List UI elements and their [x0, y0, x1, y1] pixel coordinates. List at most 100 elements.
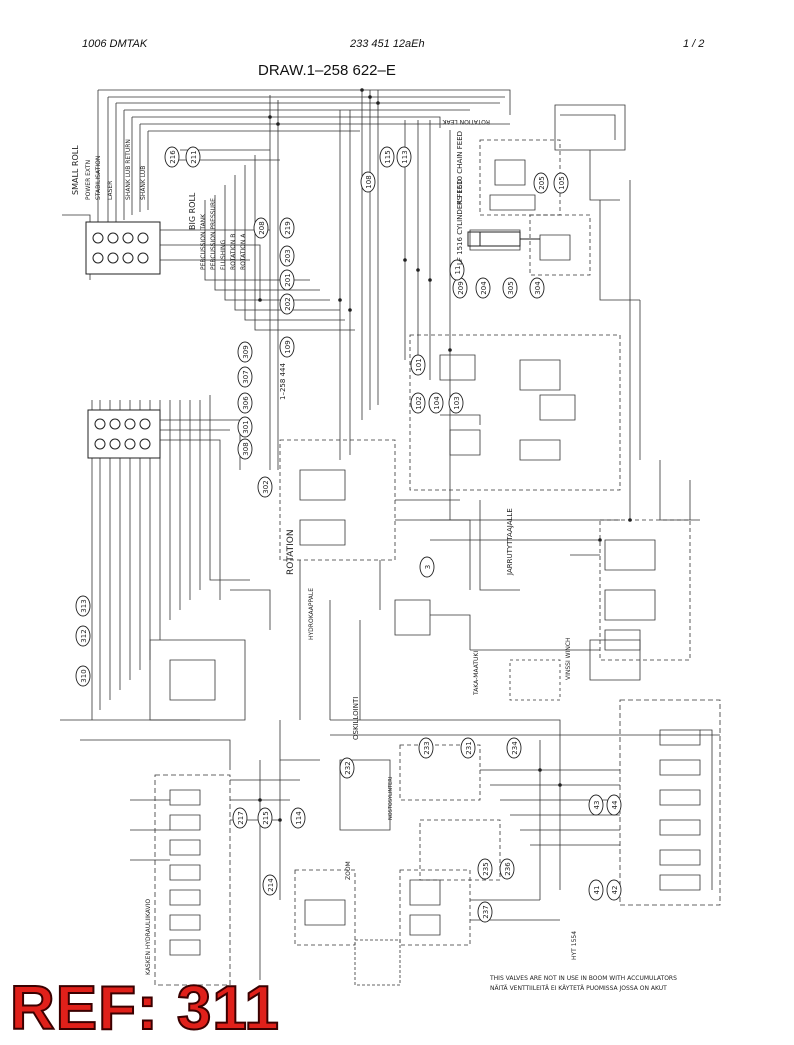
callout-307: [237, 366, 253, 388]
callout-numbers: 216 211 108 115 113 208 219 203 201 202 …: [80, 150, 619, 919]
callout-115: [379, 146, 395, 168]
label-hydrokappale: HYDROKAAPPALE: [308, 588, 315, 640]
callout-219: [279, 217, 295, 239]
callout-216-num: 216: [169, 150, 177, 164]
callout-109: [279, 336, 295, 358]
label-nostosylinteri: NOSTOSYLINTERI: [388, 777, 394, 820]
callout-101-num: 101: [415, 358, 423, 371]
callout-201-num: 201: [284, 273, 292, 286]
callout-234: [506, 737, 522, 759]
callout-236: [499, 858, 515, 880]
callout-231-num: 231: [465, 741, 473, 754]
callout-301-num: 301: [242, 420, 250, 433]
callout-3-num: 3: [424, 565, 432, 569]
callout-115-num: 115: [384, 150, 392, 163]
callout-233: [418, 737, 434, 759]
callout-211: [185, 146, 201, 168]
callout-11-num: 11: [454, 266, 462, 275]
callout-214: [262, 874, 278, 896]
callout-208: [253, 217, 269, 239]
header-page-number: 1 / 2: [683, 38, 705, 50]
callout-3: [419, 556, 435, 578]
drawing-title: DRAW.1–258 622–E: [258, 62, 396, 79]
callout-205-num: 205: [538, 176, 546, 189]
callout-237-num: 237: [482, 905, 490, 918]
callout-103-num: 103: [453, 396, 461, 409]
small-roll-block: [85, 221, 161, 275]
callout-41-num: 41: [593, 886, 601, 895]
callout-236-num: 236: [504, 862, 512, 876]
callout-102: [410, 392, 426, 414]
callout-233-num: 233: [423, 741, 431, 754]
callout-114-num: 114: [295, 811, 303, 825]
callout-306: [237, 392, 253, 414]
callout-217-num: 217: [237, 811, 245, 824]
callout-231: [460, 737, 476, 759]
callout-44-num: 44: [611, 800, 619, 809]
callout-312: [75, 625, 91, 647]
callout-11: [449, 259, 465, 281]
callout-211-num: 211: [190, 150, 198, 163]
label-percussion-pressure: PERCUSSION PRESSURE: [210, 198, 217, 270]
callout-305: [502, 277, 518, 299]
callout-109-num: 109: [284, 340, 292, 353]
callout-208-num: 208: [258, 221, 266, 234]
callout-104-num: 104: [433, 396, 441, 410]
label-rotation-leak: ROTATION LEAK: [441, 118, 490, 125]
callout-43-num: 43: [593, 801, 601, 810]
label-ks-chain-feed: KS 1610 CHAIN FEED: [456, 131, 464, 205]
callout-103: [448, 392, 464, 414]
callout-219-num: 219: [284, 221, 292, 234]
callout-105-num: 105: [558, 176, 566, 189]
callout-204: [475, 277, 491, 299]
callout-235: [477, 858, 493, 880]
callout-205: [533, 172, 549, 194]
callout-310-num: 310: [80, 669, 88, 682]
callout-41: [588, 879, 604, 901]
label-power-extn: POWER EXTN: [85, 160, 92, 200]
callout-232-num: 232: [344, 761, 352, 774]
callout-202: [279, 293, 295, 315]
header-document-number: 233 451 12aEh: [350, 38, 425, 50]
callout-302-num: 302: [262, 480, 270, 493]
label-stabilisation: STABILISATION: [95, 156, 102, 200]
callout-102-num: 102: [415, 396, 423, 409]
label-kasken-hydrauliikavio: KASKEN HYDRAULIIKAVIO: [145, 899, 152, 975]
callout-114: [290, 807, 306, 829]
callout-237: [477, 901, 493, 923]
callout-113: [396, 146, 412, 168]
callout-214-num: 214: [267, 878, 275, 892]
label-shank-lub-return: SHANK LUB RETURN: [125, 139, 132, 200]
callout-42: [606, 879, 622, 901]
callout-217: [232, 807, 248, 829]
callout-304: [529, 277, 545, 299]
callout-306-num: 306: [242, 396, 250, 410]
callout-bubbles: [75, 146, 622, 923]
callout-215: [257, 807, 273, 829]
cylinder-feed: [467, 231, 540, 247]
callout-44: [606, 794, 622, 816]
label-flushing: FLUSHING: [220, 240, 227, 270]
callout-203: [279, 245, 295, 267]
callout-234-num: 234: [511, 741, 519, 755]
callout-204-num: 204: [480, 281, 488, 295]
callout-101: [410, 354, 426, 376]
footnote-finnish: NÄITÄ VENTTIILEITÄ EI KÄYTETÄ PUOMISSA J…: [490, 985, 667, 992]
label-small-roll: SMALL ROLL: [71, 145, 80, 195]
label-rotation-b: ROTATION B: [230, 234, 237, 270]
callout-113-num: 113: [401, 150, 409, 163]
callout-302: [257, 476, 273, 498]
callout-309: [237, 341, 253, 363]
label-big-roll: BIG ROLL: [188, 192, 197, 230]
callout-310: [75, 665, 91, 687]
label-ref-258-444: 1–258 444: [279, 363, 287, 400]
callout-313-num: 313: [80, 599, 88, 612]
label-rotation: ROTATION: [286, 529, 296, 575]
label-shank-lub: SHANK LUB: [140, 166, 147, 200]
big-roll-block: [87, 409, 161, 459]
callout-108: [360, 171, 376, 193]
callout-312-num: 312: [80, 629, 88, 642]
junction-dots: [258, 88, 632, 822]
callout-308-num: 308: [242, 442, 250, 455]
